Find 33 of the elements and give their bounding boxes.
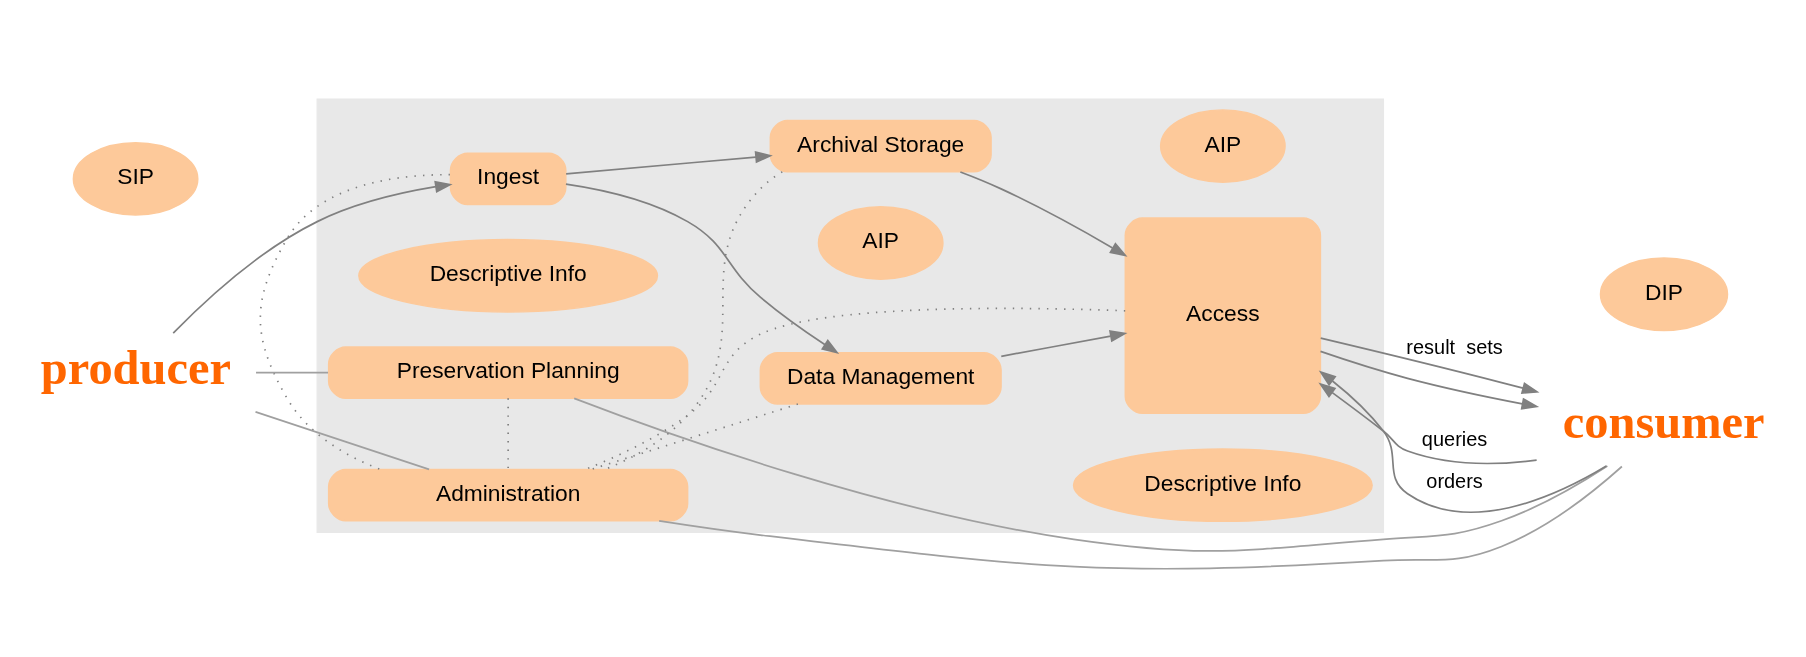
- arrow: [1000, 330, 1128, 358]
- connector: [254, 411, 430, 471]
- node-box: Data Management: [759, 352, 1002, 405]
- node-ellipse: DIP: [1599, 257, 1729, 332]
- connector: [590, 403, 799, 471]
- edge-label: result sets: [1406, 336, 1503, 359]
- cluster: [316, 98, 1385, 533]
- arrow: [1319, 337, 1540, 395]
- arrow: [1318, 382, 1538, 465]
- node-box: Preservation Planning: [327, 346, 689, 399]
- node-text: consumer: [1562, 394, 1765, 448]
- arrow: [959, 171, 1128, 257]
- node-box: Archival Storage: [769, 119, 992, 173]
- node-ellipse: Descriptive Info: [1072, 448, 1373, 523]
- node-box: Administration: [327, 468, 689, 522]
- arrow: [1319, 350, 1540, 410]
- node-ellipse: AIP: [1159, 109, 1286, 183]
- arrow: [565, 183, 840, 354]
- connector: [573, 397, 1609, 552]
- arrow: [565, 150, 773, 175]
- edge-label: queries: [1421, 427, 1488, 450]
- node-box: Ingest: [449, 152, 567, 206]
- node-box: Access: [1124, 217, 1322, 414]
- arrow: [172, 180, 453, 334]
- node-ellipse: Descriptive Info: [358, 238, 659, 313]
- node-ellipse: SIP: [72, 141, 199, 216]
- node-ellipse: AIP: [817, 206, 944, 280]
- connector: [255, 371, 329, 374]
- connector: [658, 465, 1623, 570]
- node-text: producer: [40, 340, 231, 394]
- edge-label: orders: [1426, 470, 1483, 493]
- connector: [259, 173, 451, 471]
- arrow: [1318, 370, 1608, 514]
